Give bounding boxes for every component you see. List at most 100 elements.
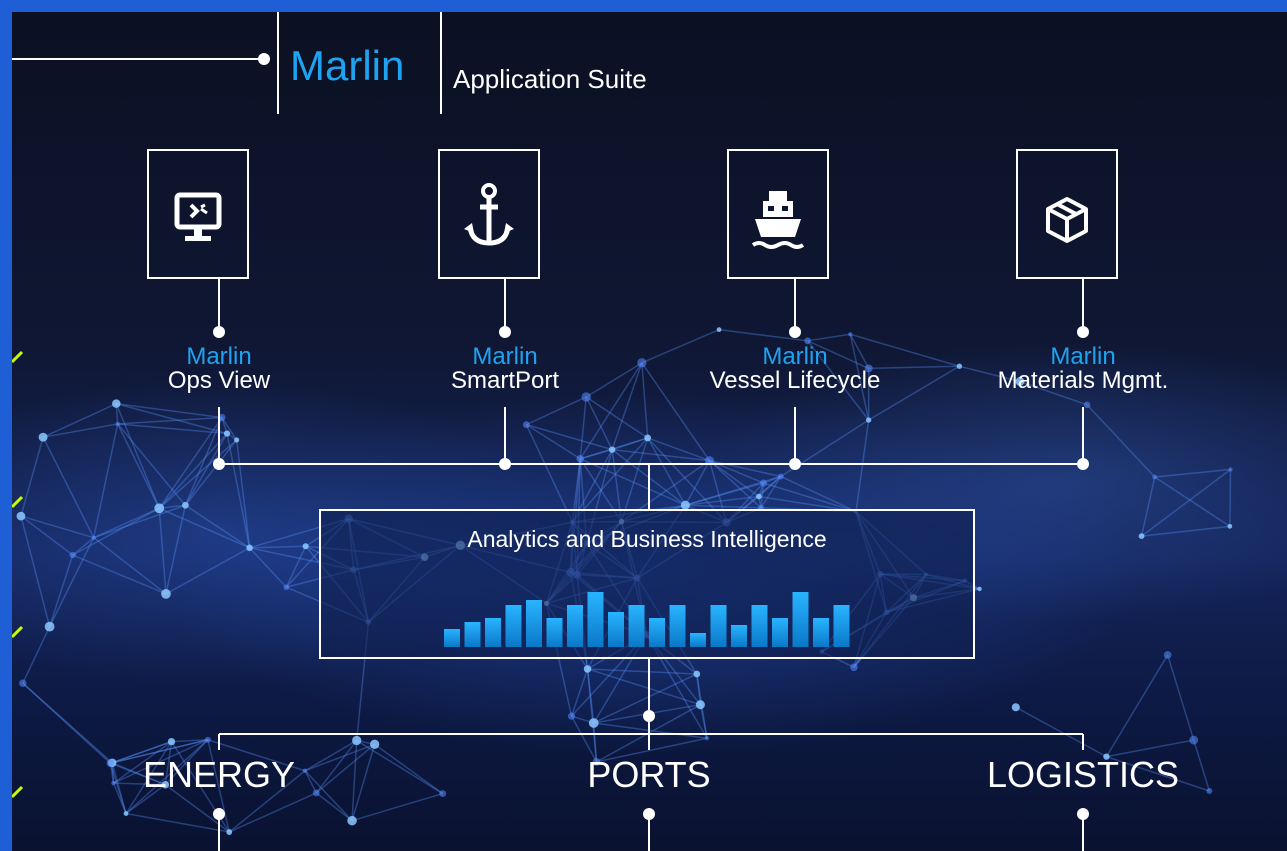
network-node (608, 446, 616, 453)
network-node (123, 811, 129, 816)
app-name: SmartPort (450, 367, 560, 394)
network-node (581, 392, 591, 402)
network-link (763, 482, 857, 513)
analytics-bar (731, 625, 747, 647)
network-link (117, 423, 186, 506)
network-node (16, 511, 26, 521)
network-link (592, 722, 598, 762)
network-link (580, 448, 613, 460)
network-link (22, 682, 113, 764)
network-link (116, 423, 160, 509)
network-link (587, 668, 701, 706)
network-link (228, 792, 317, 833)
app-brand: Marlin (186, 343, 252, 370)
network-link (1154, 468, 1231, 478)
network-node (91, 535, 96, 540)
network-node (347, 815, 357, 826)
network-node (352, 735, 362, 746)
network-link (304, 770, 317, 794)
network-node (644, 434, 652, 442)
network-link (117, 423, 228, 435)
network-link (760, 482, 765, 508)
network-link (641, 328, 720, 364)
network-link (72, 507, 160, 556)
network-link (221, 417, 238, 441)
network-link (1229, 469, 1232, 527)
app-brand: Marlin (472, 343, 538, 370)
network-link (718, 328, 808, 342)
network-link (20, 515, 51, 627)
network-link (685, 504, 762, 509)
network-link (1105, 654, 1169, 758)
app-label-vessel-lifecycle: Marlin Vessel Lifecycle (665, 345, 925, 393)
analytics-bar (792, 592, 809, 647)
network-node (1103, 753, 1110, 760)
diagram-canvas: Marlin Application Suite (12, 12, 1287, 851)
analytics-bar (690, 633, 706, 647)
network-node (977, 586, 982, 592)
network-link (111, 739, 209, 764)
network-node (1189, 735, 1199, 745)
network-link (849, 333, 870, 369)
analytics-panel[interactable]: Analytics and Business Intelligence (319, 509, 975, 659)
network-node (226, 829, 233, 835)
connector-lines (12, 12, 1084, 851)
network-node (864, 364, 873, 373)
analytics-bar (546, 618, 563, 647)
analytics-bar (526, 600, 542, 647)
network-link (959, 365, 1021, 383)
network-link (855, 419, 870, 512)
network-node (106, 759, 115, 768)
analytics-bar (464, 622, 481, 647)
network-node (848, 332, 853, 337)
app-box-smartport[interactable] (438, 149, 540, 279)
network-link (585, 396, 613, 450)
network-link (304, 770, 353, 822)
network-link (1141, 525, 1230, 537)
analytics-bar (772, 618, 788, 647)
app-name: Vessel Lifecycle (709, 367, 881, 394)
network-node (588, 718, 599, 728)
network-link (42, 423, 118, 438)
network-link (526, 396, 587, 426)
app-box-materials-mgmt[interactable] (1016, 149, 1118, 279)
network-link (285, 545, 307, 588)
network-link (113, 739, 209, 784)
network-link (20, 515, 94, 539)
network-node (69, 551, 76, 559)
network-link (1141, 468, 1231, 537)
network-link (165, 505, 187, 595)
analytics-bar (444, 629, 460, 647)
network-link (249, 545, 306, 549)
network-link (115, 403, 160, 509)
app-box-ops-view[interactable] (147, 149, 249, 279)
network-link (226, 433, 251, 548)
sector-energy: ENERGY (142, 754, 296, 795)
network-link (113, 782, 166, 786)
analytics-title: Analytics and Business Intelligence (467, 526, 827, 552)
network-link (587, 668, 697, 675)
brand-title: Marlin (290, 42, 405, 89)
network-link (351, 744, 376, 821)
network-node (1206, 788, 1213, 794)
network-link (110, 762, 166, 786)
network-link (93, 507, 160, 539)
anchor-icon (464, 183, 514, 246)
app-label-ops-view: Marlin Ops View (89, 345, 349, 393)
network-link (125, 739, 209, 815)
app-box-vessel-lifecycle[interactable] (727, 149, 829, 279)
network-node (218, 413, 226, 422)
network-node (592, 757, 601, 766)
network-link (1154, 476, 1231, 527)
network-link (92, 423, 119, 538)
analytics-bar (710, 605, 727, 647)
network-link (228, 770, 306, 833)
network-link (760, 476, 782, 509)
network-link (158, 508, 167, 594)
network-link (1019, 380, 1088, 406)
network-link (596, 737, 708, 763)
network-link (611, 437, 648, 451)
network-link (110, 740, 172, 764)
network-link (93, 504, 186, 539)
network-link (579, 396, 587, 459)
